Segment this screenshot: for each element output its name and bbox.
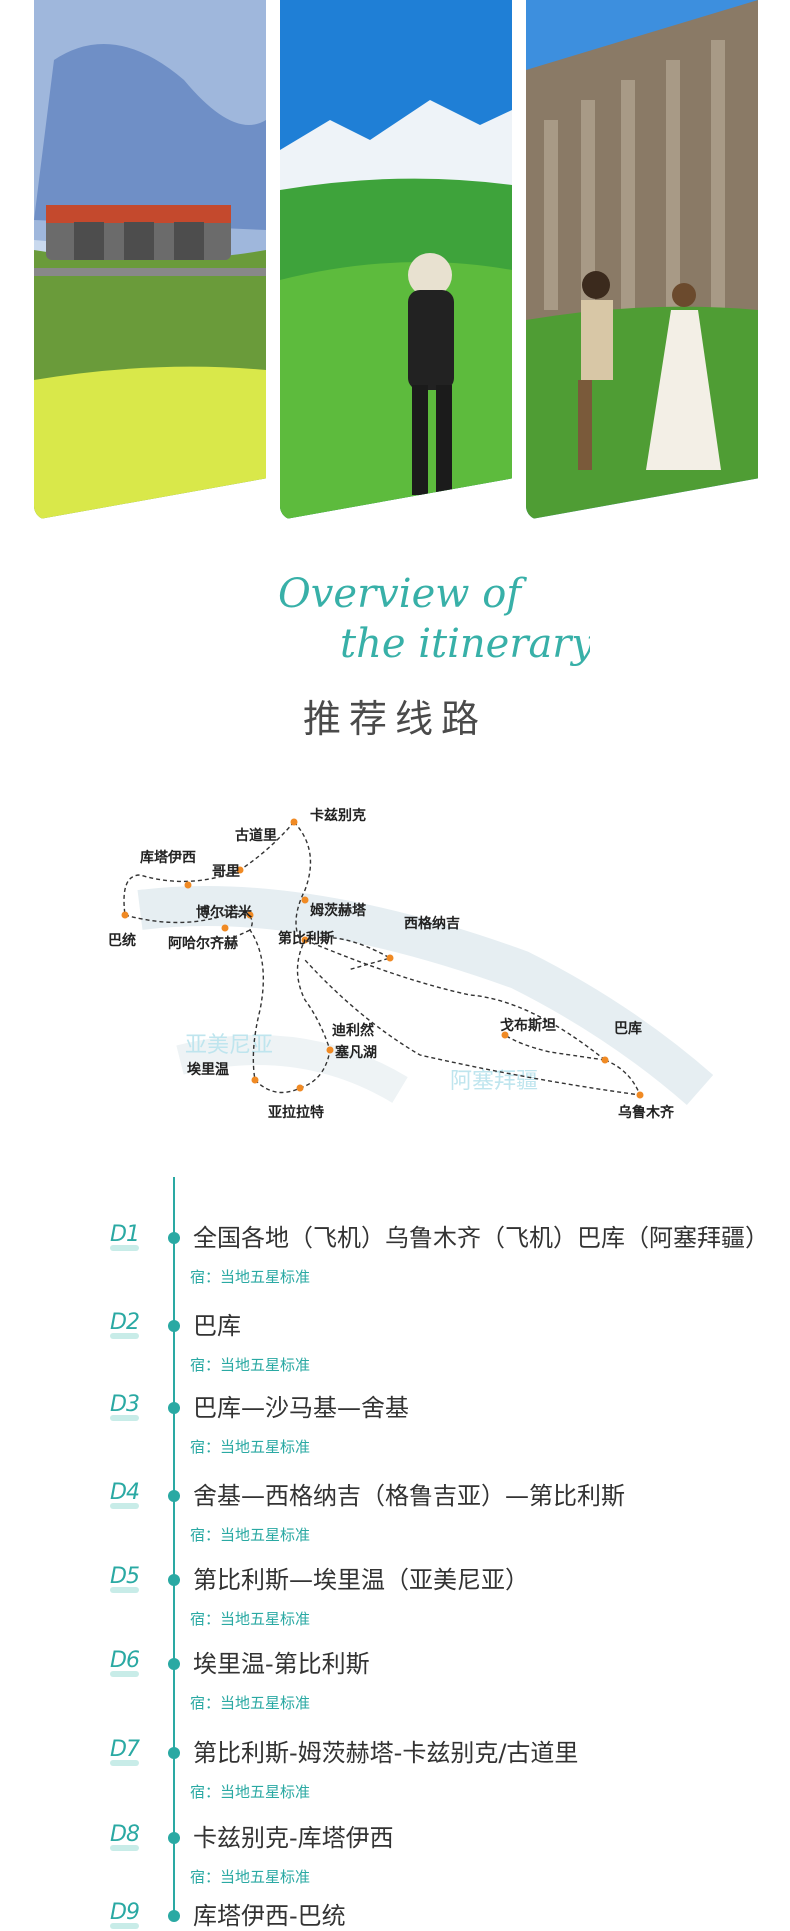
day-code: D4 [110,1480,140,1509]
day-code: D1 [110,1222,140,1251]
map-label-borjomi: 博尔诺米 [196,904,253,921]
timeline-dot [168,1658,180,1670]
map-label-tbilisi: 第比利斯 [278,930,334,947]
route-map: 亚美尼亚 阿塞拜疆 卡兹别克 古道里 库塔伊西 哥里 博尔诺米 巴统 阿哈尔齐赫… [108,807,714,1121]
map-label-lake-sevan: 塞凡湖 [335,1044,377,1061]
script-title-line2: the itinerary [340,621,590,667]
day-code: D9 [110,1900,140,1929]
map-label-yerevan: 埃里温 [187,1061,229,1078]
map-label-gori: 哥里 [212,864,240,880]
map-label-kazbegi: 卡兹别克 [310,807,366,824]
map-label-gudauri: 古道里 [235,827,277,844]
script-title-line1: Overview of [278,571,527,617]
map-label-sighnaghi: 西格纳吉 [404,915,460,932]
day-hotel: 宿：当地五星标准 [190,1610,311,1628]
map-label-ararat: 亚拉拉特 [268,1104,324,1121]
day-code: D3 [110,1392,140,1421]
section-title: 推荐线路 [302,697,487,741]
photo-temple-couple [526,0,758,520]
day-route: 埃里温-第比利斯 [193,1650,370,1678]
day-code: D6 [110,1648,140,1677]
timeline-dot [168,1402,180,1414]
map-label-batumi: 巴统 [108,932,136,949]
photo-hiker-mountains [280,0,512,520]
timeline-dot [168,1232,180,1244]
day-code: D7 [110,1737,140,1766]
timeline-dot [168,1320,180,1332]
timeline-dot [168,1574,180,1586]
map-label-baku: 巴库 [614,1020,642,1037]
day-route: 巴库 [193,1312,241,1340]
timeline-dot [168,1747,180,1759]
country-label-armenia: 亚美尼亚 [185,1033,273,1058]
day-hotel: 宿：当地五星标准 [190,1268,311,1286]
map-label-kutaisi: 库塔伊西 [140,849,196,866]
map-label-urumqi: 乌鲁木齐 [618,1104,675,1121]
day-hotel: 宿：当地五星标准 [190,1438,311,1456]
map-label-akhaltsikhe: 阿哈尔齐赫 [168,935,238,952]
day-code: D5 [110,1564,140,1593]
day-hotel: 宿：当地五星标准 [190,1868,311,1886]
country-label-azerbaijan: 阿塞拜疆 [450,1069,538,1094]
day-route: 第比利斯—埃里温（亚美尼亚） [193,1566,529,1594]
day-route: 第比利斯-姆茨赫塔-卡兹别克/古道里 [193,1739,579,1767]
map-label-gobustan: 戈布斯坦 [500,1017,556,1034]
day-hotel: 宿：当地五星标准 [190,1694,311,1712]
timeline-line [173,1177,175,1917]
timeline-dot [168,1490,180,1502]
photo-monument-meadow [34,0,266,520]
day-hotel: 宿：当地五星标准 [190,1783,311,1801]
day-route: 库塔伊西-巴统 [193,1902,346,1930]
day-hotel: 宿：当地五星标准 [190,1526,311,1544]
map-label-mtskheta: 姆茨赫塔 [309,902,367,919]
day-route: 全国各地（飞机）乌鲁木齐（飞机）巴库（阿塞拜疆） [193,1224,769,1252]
map-label-dilijan: 迪利然 [332,1022,374,1039]
day-route: 巴库—沙马基—舍基 [193,1394,409,1422]
day-route: 舍基—西格纳吉（格鲁吉亚）—第比利斯 [193,1482,625,1510]
day-hotel: 宿：当地五星标准 [190,1356,311,1374]
day-code: D2 [110,1310,140,1339]
day-code: D8 [110,1822,140,1851]
day-route: 卡兹别克-库塔伊西 [193,1824,394,1852]
overview-script-title: Overview of the itinerary [278,571,590,667]
timeline-dot [168,1832,180,1844]
